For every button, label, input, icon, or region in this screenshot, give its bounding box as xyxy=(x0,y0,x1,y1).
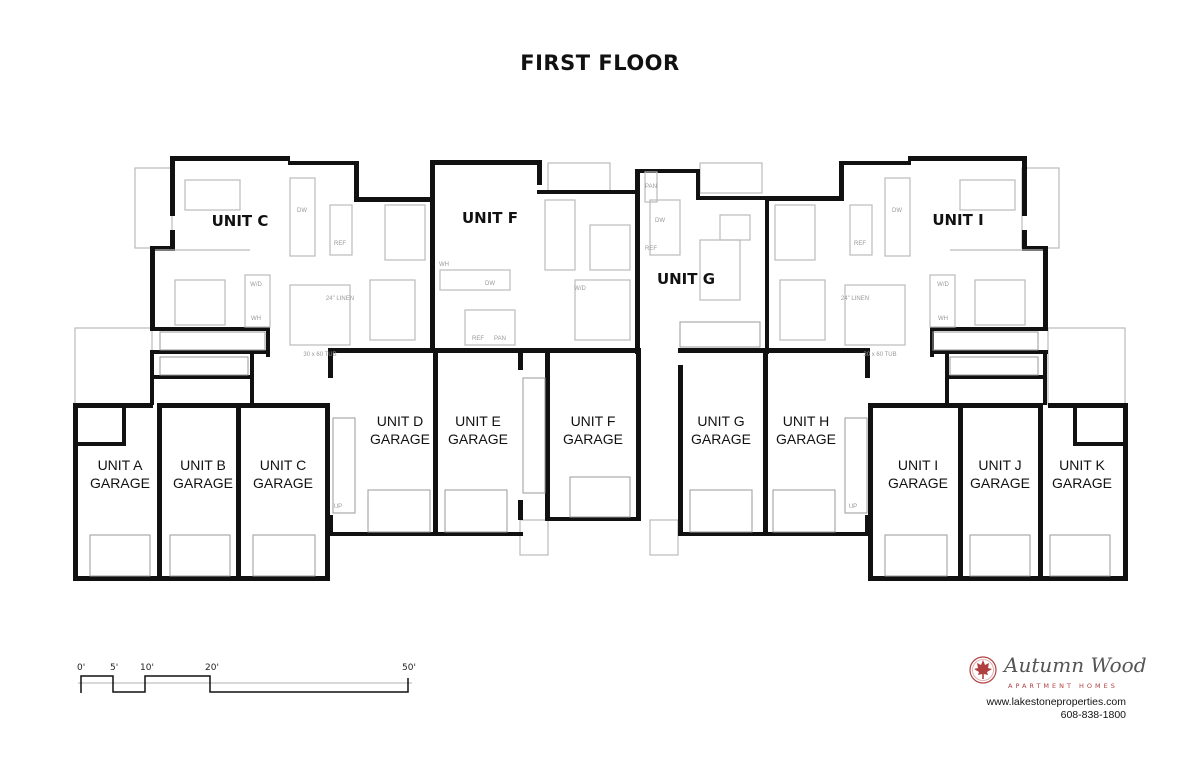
svg-text:W/D: W/D xyxy=(937,282,949,288)
unit-f-label: UNIT F xyxy=(462,209,518,227)
garage-doors xyxy=(89,476,1111,577)
svg-text:GARAGE: GARAGE xyxy=(448,431,508,447)
svg-text:UP: UP xyxy=(849,504,857,510)
scale-bar: 0' 5' 10' 20' 50' xyxy=(77,663,416,693)
svg-text:REF: REF xyxy=(854,241,866,247)
svg-text:24" LINEN: 24" LINEN xyxy=(841,296,869,302)
svg-text:GARAGE: GARAGE xyxy=(90,475,150,491)
svg-text:WH: WH xyxy=(251,316,261,322)
svg-text:10': 10' xyxy=(140,663,154,673)
svg-text:UNIT A: UNIT A xyxy=(98,457,144,473)
walls xyxy=(73,156,1128,581)
garage-labels: UNIT D GARAGE UNIT E GARAGE UNIT F GARAG… xyxy=(90,413,1112,491)
svg-text:UNIT F: UNIT F xyxy=(571,413,616,429)
svg-text:REF: REF xyxy=(472,336,484,342)
svg-text:UNIT H: UNIT H xyxy=(783,413,829,429)
svg-text:UNIT E: UNIT E xyxy=(455,413,501,429)
svg-text:GARAGE: GARAGE xyxy=(776,431,836,447)
phone-number: 608-838-1800 xyxy=(1060,709,1126,721)
svg-text:UNIT I: UNIT I xyxy=(898,457,938,473)
maple-leaf-icon xyxy=(969,656,997,684)
svg-text:DW: DW xyxy=(297,208,307,214)
svg-text:PAN: PAN xyxy=(645,184,657,190)
svg-text:GARAGE: GARAGE xyxy=(563,431,623,447)
svg-text:REF: REF xyxy=(645,246,657,252)
unit-c-label: UNIT C xyxy=(212,212,269,230)
page-title: FIRST FLOOR xyxy=(520,51,680,75)
svg-text:GARAGE: GARAGE xyxy=(253,475,313,491)
svg-text:UNIT G: UNIT G xyxy=(697,413,744,429)
website-link[interactable]: www.lakestoneproperties.com xyxy=(986,696,1126,708)
unit-i-label: UNIT I xyxy=(932,211,983,229)
svg-text:GARAGE: GARAGE xyxy=(888,475,948,491)
svg-text:GARAGE: GARAGE xyxy=(691,431,751,447)
svg-text:30 x 60 TUB: 30 x 60 TUB xyxy=(303,352,336,358)
svg-text:GARAGE: GARAGE xyxy=(173,475,233,491)
svg-text:UNIT C: UNIT C xyxy=(260,457,306,473)
svg-text:DW: DW xyxy=(892,208,902,214)
svg-text:REF: REF xyxy=(334,241,346,247)
svg-text:50': 50' xyxy=(402,663,416,673)
svg-text:W/D: W/D xyxy=(250,282,262,288)
svg-text:20': 20' xyxy=(205,663,219,673)
svg-text:30 x 60 TUB: 30 x 60 TUB xyxy=(863,352,896,358)
svg-text:UP: UP xyxy=(334,504,342,510)
interior-fixtures xyxy=(155,171,1043,346)
svg-text:GARAGE: GARAGE xyxy=(1052,475,1112,491)
svg-text:24" LINEN: 24" LINEN xyxy=(326,296,354,302)
svg-text:0': 0' xyxy=(77,663,85,673)
svg-text:5': 5' xyxy=(110,663,118,673)
stairs xyxy=(159,321,1039,514)
svg-text:PAN: PAN xyxy=(494,336,506,342)
svg-text:GARAGE: GARAGE xyxy=(970,475,1030,491)
svg-text:DW: DW xyxy=(655,218,665,224)
svg-text:W/D: W/D xyxy=(574,286,586,292)
unit-g-label: UNIT G xyxy=(657,270,715,288)
svg-text:WH: WH xyxy=(938,316,948,322)
unit-labels: UNIT C UNIT F UNIT G UNIT I xyxy=(212,209,984,288)
svg-text:UNIT B: UNIT B xyxy=(180,457,226,473)
fixture-labels: DW REF W/D WH 30 x 60 TUB DW WH REF PAN … xyxy=(250,184,949,510)
svg-text:WH: WH xyxy=(439,262,449,268)
svg-text:UNIT J: UNIT J xyxy=(978,457,1021,473)
svg-text:UNIT K: UNIT K xyxy=(1059,457,1105,473)
svg-text:UNIT D: UNIT D xyxy=(377,413,423,429)
svg-text:DW: DW xyxy=(485,281,495,287)
svg-text:GARAGE: GARAGE xyxy=(370,431,430,447)
